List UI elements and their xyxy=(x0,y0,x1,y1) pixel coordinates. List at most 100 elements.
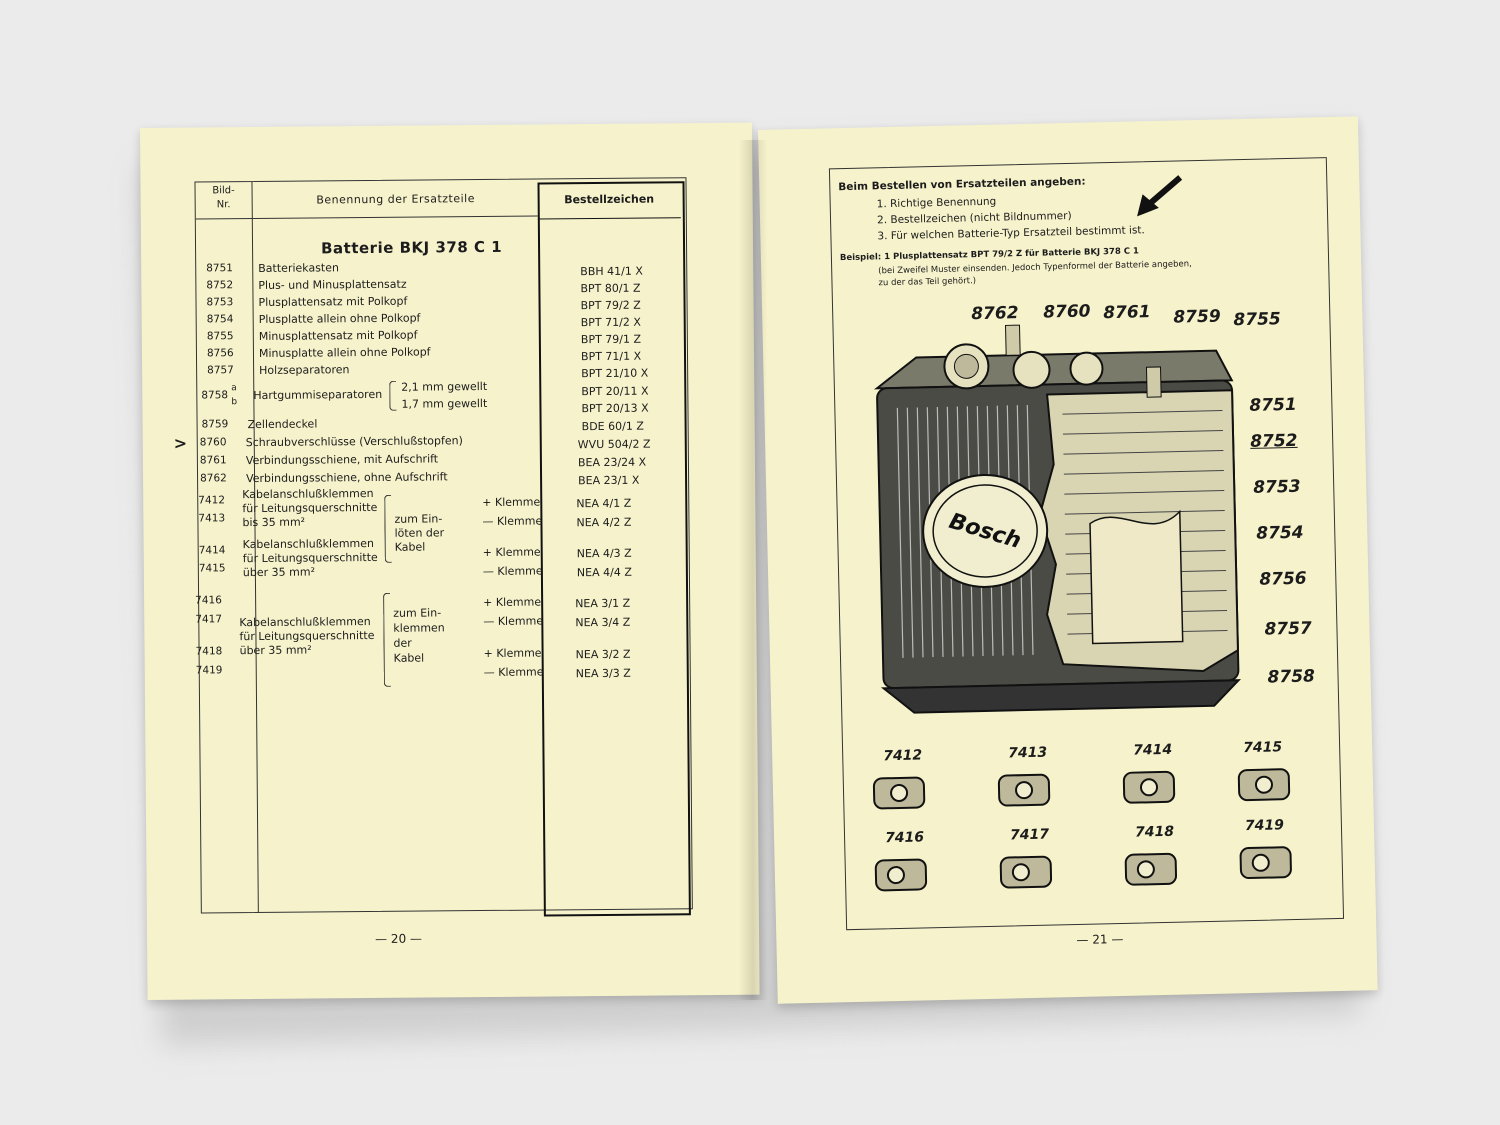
row-code: NEA 4/4 Z xyxy=(576,565,632,580)
callout-label: 8760 xyxy=(1042,301,1091,323)
row-nr: 7415 xyxy=(198,562,226,575)
row-nr: 8757 xyxy=(207,364,234,377)
terminal-desc: Kabelanschlußklemmen xyxy=(239,615,371,630)
row-code: NEA 3/1 Z xyxy=(575,596,631,611)
left-page: Bild- Nr. Benennung der Ersatzteile Best… xyxy=(140,122,760,1000)
row-code: BPT 20/13 X xyxy=(581,401,649,416)
booklet-gutter xyxy=(738,140,768,1000)
terminal-desc: für Leitungsquerschnitte xyxy=(242,500,378,516)
row-code: BDE 60/1 Z xyxy=(581,419,644,434)
parts-table: Bild- Nr. Benennung der Ersatzteile Best… xyxy=(174,177,693,917)
terminal-label: 7413 xyxy=(1008,744,1048,762)
order-note-item: 1. Richtige Benennung xyxy=(876,195,997,211)
header-bestellzeichen: Bestellzeichen xyxy=(537,181,681,220)
row-nr: 7419 xyxy=(195,664,223,677)
row-code: NEA 4/3 Z xyxy=(576,546,632,561)
row-code: WVU 504/2 Z xyxy=(577,437,651,452)
mounting-note: löten der xyxy=(394,526,445,540)
sub-b: b xyxy=(231,397,238,408)
terminal-polarity: + Klemme xyxy=(482,495,541,510)
row-nr: 8756 xyxy=(206,347,234,360)
terminal-label: 7417 xyxy=(1009,826,1050,844)
row-code: BPT 71/1 X xyxy=(580,349,642,364)
row-nr: 7416 xyxy=(195,594,222,607)
order-note-item: 3. Für welchen Batterie-Typ Ersatzteil b… xyxy=(877,224,1145,243)
terminal-label: 7416 xyxy=(884,829,925,847)
row-code: BPT 20/11 X xyxy=(581,384,649,399)
callout-label: 8755 xyxy=(1233,309,1281,331)
page-number-right: — 21 — xyxy=(1076,931,1124,947)
terminal-polarity: + Klemme xyxy=(483,646,542,661)
row-nr: 8752 xyxy=(206,279,234,292)
row-name: Schraubverschlüsse (Verschlußstopfen) xyxy=(245,434,463,450)
row-code: BPT 79/1 Z xyxy=(580,332,642,347)
row-nr: 7418 xyxy=(195,645,223,658)
row-name: Verbindungsschiene, mit Aufschrift xyxy=(245,452,439,468)
row-nr: 8761 xyxy=(199,454,227,467)
mounting-note: Kabel xyxy=(393,651,425,665)
row-nr: 7414 xyxy=(198,544,226,557)
mounting-note: der xyxy=(393,636,412,650)
separator-option: 1,7 mm gewellt xyxy=(401,396,488,411)
row-code: BPT 79/2 Z xyxy=(580,298,641,313)
row-name: Plusplatte allein ohne Polkopf xyxy=(258,311,421,326)
battery-title: Batterie BKJ 378 C 1 xyxy=(320,237,503,258)
row-nr: 8759 xyxy=(201,418,229,431)
mounting-note: Kabel xyxy=(394,540,426,554)
row-nr: 7417 xyxy=(195,613,223,626)
row-code: NEA 3/2 Z xyxy=(575,647,631,662)
brace xyxy=(384,494,392,563)
row-nr: 7412 xyxy=(198,494,226,507)
row-code: BEA 23/1 X xyxy=(578,473,640,488)
page-number-left: — 20 — xyxy=(375,931,423,946)
diagram-frame: Beim Bestellen von Ersatzteilen angeben:… xyxy=(828,157,1345,931)
terminal-polarity: + Klemme xyxy=(482,545,541,560)
mounting-note: zum Ein- xyxy=(394,512,443,526)
mounting-note: klemmen xyxy=(393,621,445,635)
callout-label: 8751 xyxy=(1249,394,1297,416)
row-code: NEA 3/3 Z xyxy=(575,666,631,681)
header-bild-nr: Bild- Nr. xyxy=(212,185,235,211)
callout-label: 8756 xyxy=(1259,568,1307,590)
row-name: Minusplatte allein ohne Polkopf xyxy=(258,345,431,360)
row-code: NEA 4/1 Z xyxy=(576,496,632,511)
header-benennung: Benennung der Ersatzteile xyxy=(316,192,476,207)
terminal-desc: für Leitungsquerschnitte xyxy=(239,628,375,644)
terminal-label: 7412 xyxy=(883,747,923,765)
terminal-desc: Kabelanschlußklemmen xyxy=(242,536,375,552)
callout-label: 8752 xyxy=(1249,430,1298,452)
terminal-desc: für Leitungsquerschnitte xyxy=(242,550,378,566)
terminal-polarity: — Klemme xyxy=(483,665,544,680)
brace xyxy=(389,380,397,411)
arrow-icon xyxy=(1137,175,1183,217)
row-code: BEA 23/24 X xyxy=(577,455,647,470)
row-nr: 8754 xyxy=(206,313,234,326)
order-note-item: 2. Bestellzeichen (nicht Bildnummer) xyxy=(876,209,1072,227)
row-name: Hartgummiseparatoren xyxy=(253,387,383,403)
order-example-note: (bei Zweifel Muster einsenden. Jedoch Ty… xyxy=(878,259,1192,277)
selection-marker: > xyxy=(173,433,188,453)
callout-label: 8761 xyxy=(1103,302,1151,324)
callout-label: 8757 xyxy=(1264,618,1313,640)
order-note-title: Beim Bestellen von Ersatzteilen angeben: xyxy=(838,175,1086,194)
terminal-clamp-illustrations xyxy=(872,768,1292,892)
row-code: NEA 4/2 Z xyxy=(576,515,632,530)
brace xyxy=(383,592,391,687)
row-code: BPT 80/1 Z xyxy=(580,281,641,296)
terminal-desc: Kabelanschlußklemmen xyxy=(242,486,374,502)
row-name: Plus- und Minusplattensatz xyxy=(258,277,407,292)
terminal-polarity: + Klemme xyxy=(483,595,542,610)
row-code: BBH 41/1 X xyxy=(580,264,643,279)
row-nr: 8753 xyxy=(206,296,234,309)
callout-label: 8758 xyxy=(1267,666,1316,688)
terminal-label: 7419 xyxy=(1244,817,1285,835)
row-nr: 8755 xyxy=(206,330,234,343)
mounting-note: zum Ein- xyxy=(393,606,442,620)
row-name: Verbindungsschiene, ohne Aufschrift xyxy=(246,470,448,486)
row-code: BPT 71/2 X xyxy=(580,315,641,330)
terminal-desc: über 35 mm² xyxy=(239,643,312,658)
right-page: Beim Bestellen von Ersatzteilen angeben:… xyxy=(758,116,1378,1004)
terminal-polarity: — Klemme xyxy=(483,614,544,629)
row-name: Plusplattensatz mit Polkopf xyxy=(258,294,408,309)
row-nr: 8760 xyxy=(199,436,227,449)
